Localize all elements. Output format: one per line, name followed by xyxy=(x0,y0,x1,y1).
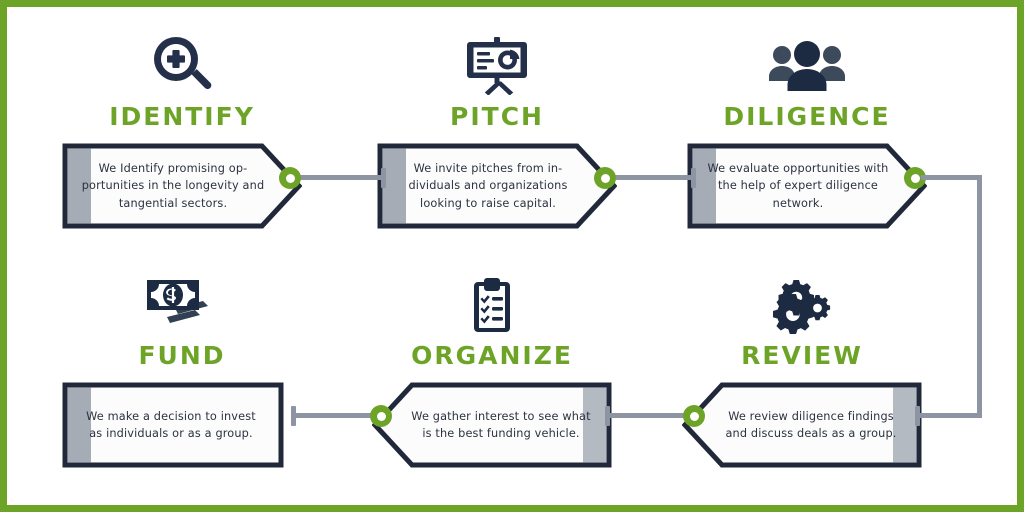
step-body-pitch: We invite pitches from in-dividuals and … xyxy=(377,143,617,229)
connector-end-cap xyxy=(291,406,296,426)
gears-icon xyxy=(682,264,922,334)
step-diligence[interactable]: DILIGENCE We evaluate opportunities with… xyxy=(687,25,927,229)
connector-line xyxy=(608,413,691,418)
step-body-diligence: We evaluate opportunities with the help … xyxy=(687,143,927,229)
magnifier-plus-icon xyxy=(62,25,302,95)
connector-node-ring xyxy=(594,167,616,189)
step-organize[interactable]: ORGANIZE We gather interest to see what … xyxy=(372,264,612,468)
step-body-text: We evaluate opportunities with the help … xyxy=(707,161,889,210)
presentation-chart-icon xyxy=(377,25,617,95)
step-title-identify: IDENTIFY xyxy=(109,102,255,131)
people-group-icon xyxy=(687,25,927,95)
step-card-fund[interactable]: We make a decision to invest as individu… xyxy=(62,382,302,468)
step-body-text: We make a decision to invest as individu… xyxy=(86,409,256,441)
connector-end-cap xyxy=(381,168,386,188)
step-card-identify[interactable]: We Identify promising op-portunities in … xyxy=(62,143,302,229)
connector-node-ring xyxy=(904,167,926,189)
connector-line xyxy=(294,413,379,418)
step-title-diligence: DILIGENCE xyxy=(723,102,891,131)
connector-line xyxy=(296,175,384,180)
step-title-organize: ORGANIZE xyxy=(411,341,573,370)
step-card-pitch[interactable]: We invite pitches from in-dividuals and … xyxy=(377,143,617,229)
step-fund[interactable]: FUND We make a decision to invest as ind… xyxy=(62,264,302,468)
step-body-review: We review diligence findings and discuss… xyxy=(682,382,922,468)
connector-end-cap xyxy=(915,406,920,426)
step-body-identify: We Identify promising op-portunities in … xyxy=(62,143,302,229)
step-pitch[interactable]: PITCH We invite pitches from in-dividual… xyxy=(377,25,617,229)
step-card-review[interactable]: We review diligence findings and discuss… xyxy=(682,382,922,468)
connector-node-ring xyxy=(370,405,392,427)
step-body-text: We Identify promising op-portunities in … xyxy=(81,161,265,210)
connector-line xyxy=(611,175,694,180)
step-body-text: We gather interest to see what is the be… xyxy=(411,409,591,441)
step-card-organize[interactable]: We gather interest to see what is the be… xyxy=(372,382,612,468)
step-body-text: We review diligence findings and discuss… xyxy=(725,409,897,441)
step-body-text: We invite pitches from in-dividuals and … xyxy=(408,161,568,210)
step-card-diligence[interactable]: We evaluate opportunities with the help … xyxy=(687,143,927,229)
step-identify[interactable]: IDENTIFY We Identify promising op-portun… xyxy=(62,25,302,229)
step-title-pitch: PITCH xyxy=(450,102,544,131)
step-review[interactable]: REVIEW We review diligence findings and … xyxy=(682,264,922,468)
connector-end-cap xyxy=(605,406,610,426)
connector-line-bottom xyxy=(918,413,982,418)
step-title-review: REVIEW xyxy=(741,341,863,370)
clipboard-checklist-icon xyxy=(372,264,612,334)
connector-line-top xyxy=(921,175,982,180)
connector-node-ring xyxy=(683,405,705,427)
connector-node-ring xyxy=(279,167,301,189)
step-body-organize: We gather interest to see what is the be… xyxy=(372,382,612,468)
step-body-fund: We make a decision to invest as individu… xyxy=(62,382,302,468)
money-bills-icon xyxy=(62,264,302,334)
flow-stage: IDENTIFY We Identify promising op-portun… xyxy=(7,7,1017,505)
step-title-fund: FUND xyxy=(138,341,226,370)
connector-line-vertical xyxy=(977,175,982,418)
connector-end-cap xyxy=(691,168,696,188)
